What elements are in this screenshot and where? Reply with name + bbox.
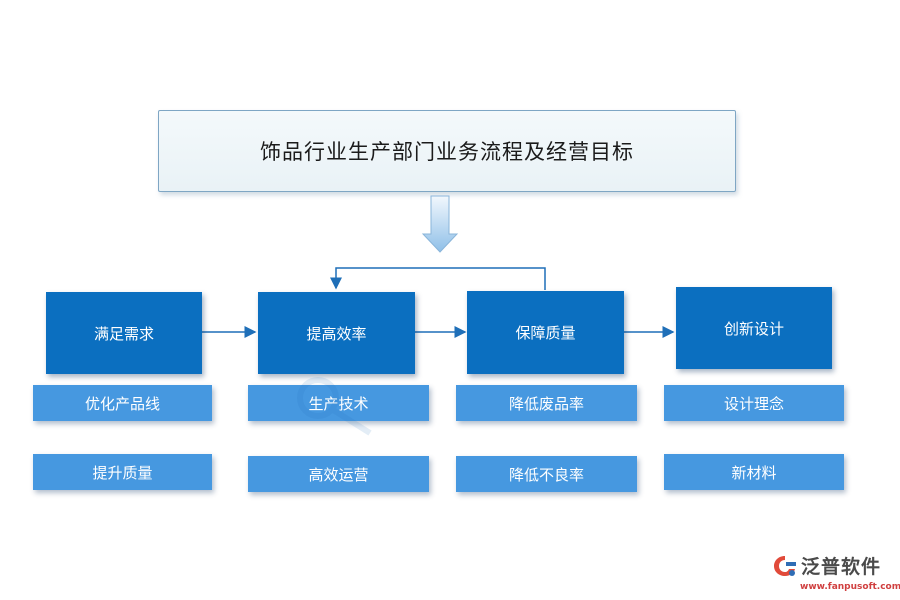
sub-box: 降低不良率 [456,456,637,492]
step-box-3: 保障质量 [467,291,624,374]
page-title: 饰品行业生产部门业务流程及经营目标 [260,140,634,164]
step-box-4: 创新设计 [676,287,832,369]
down-arrow-icon [421,195,459,253]
sub-label: 降低废品率 [508,394,584,413]
step-label: 满足需求 [93,324,154,343]
sub-label: 优化产品线 [84,394,160,413]
sub-label: 高效运营 [308,465,369,484]
fanpu-logo-icon [774,555,796,576]
sub-box: 生产技术 [248,385,429,421]
sub-label: 设计理念 [723,394,784,413]
sub-box: 提升质量 [33,454,212,490]
watermark-icon [297,377,372,436]
step-label: 提高效率 [306,324,367,343]
sub-label: 生产技术 [308,394,369,413]
sub-box: 优化产品线 [33,385,212,421]
sub-box: 设计理念 [664,385,844,421]
step-label: 保障质量 [515,324,576,342]
step-box-2: 提高效率 [258,292,415,374]
loop-connector [330,267,546,290]
sub-box: 高效运营 [248,456,429,492]
sub-box: 新材料 [664,454,844,490]
brand-name: 泛普软件 [801,556,882,578]
step-label: 创新设计 [723,319,784,338]
sub-label: 提升质量 [92,463,153,482]
brand-logo: 泛普软件 [772,552,881,579]
brand-url: www.fanpusoft.com [800,582,900,592]
sub-label: 降低不良率 [508,465,584,484]
sub-label: 新材料 [731,463,777,482]
sub-box: 降低废品率 [456,385,637,421]
step-box-1: 满足需求 [46,292,202,374]
title-box: 饰品行业生产部门业务流程及经营目标 [158,110,736,192]
